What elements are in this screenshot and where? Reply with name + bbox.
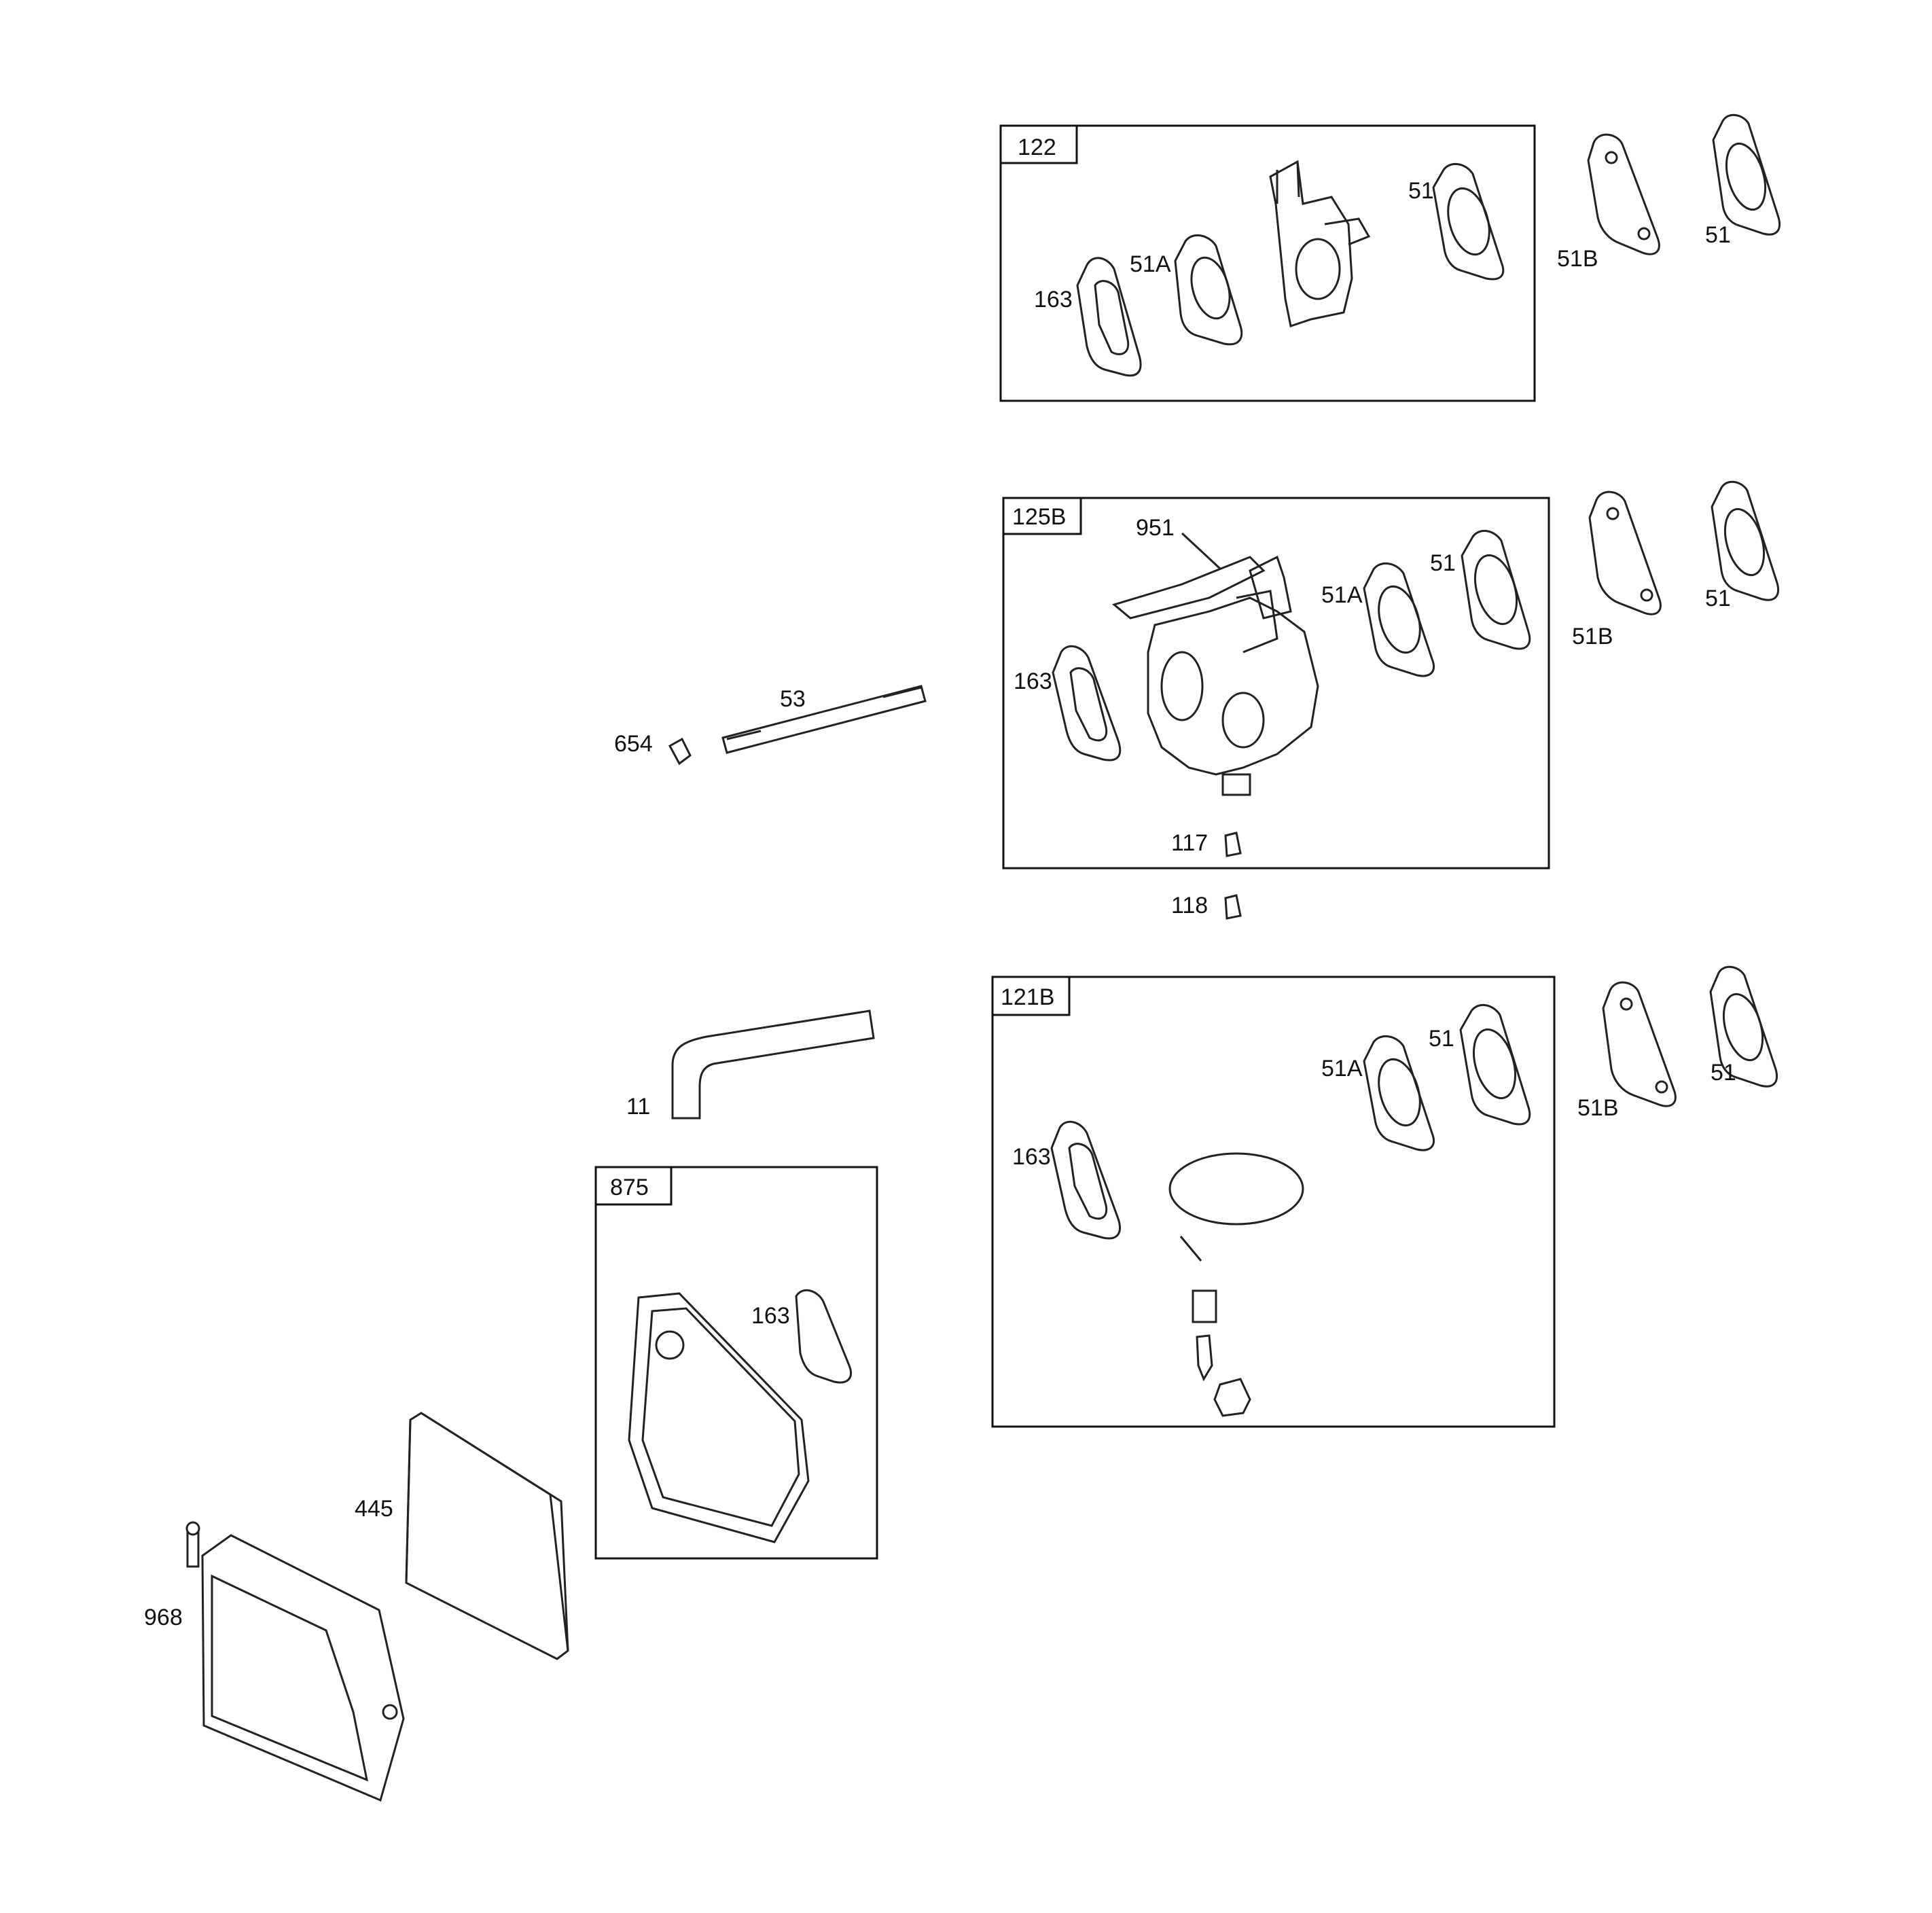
callout-51: 51 xyxy=(1430,550,1456,576)
callout-163: 163 xyxy=(1012,1144,1051,1170)
kit-label: 875 xyxy=(610,1175,649,1200)
float-bowl-o-ring xyxy=(1168,1152,1304,1226)
callout-51A: 51A xyxy=(1130,251,1171,277)
gasket-163-kit125B xyxy=(1052,645,1122,762)
callout-163: 163 xyxy=(751,1303,790,1329)
callout-51A: 51A xyxy=(1321,1056,1363,1081)
callout-118: 118 xyxy=(1171,893,1208,918)
callout-51B: 51B xyxy=(1557,246,1598,272)
callout-51: 51 xyxy=(1711,1060,1736,1086)
gasket-51A-kit125B xyxy=(1363,562,1435,677)
air-filter-base xyxy=(628,1292,810,1543)
jet-118 xyxy=(1224,894,1242,920)
callout-51B: 51B xyxy=(1572,624,1613,649)
callout-51: 51 xyxy=(1408,178,1434,204)
gasket-163-kit122 xyxy=(1076,257,1142,377)
gasket-51A-kit121B xyxy=(1363,1035,1435,1151)
callout-951: 951 xyxy=(1136,515,1175,541)
callout-117: 117 xyxy=(1171,830,1208,856)
callout-51: 51 xyxy=(1429,1026,1454,1052)
kit-box-121B: 121B xyxy=(991,976,1556,1428)
gasket-51B-row3 xyxy=(1602,981,1677,1107)
gasket-51-kit121B xyxy=(1459,1004,1531,1126)
callout-51: 51 xyxy=(1705,222,1731,248)
callout-51: 51 xyxy=(1705,586,1731,611)
callout-51B: 51B xyxy=(1577,1095,1619,1121)
callout-654: 654 xyxy=(614,731,653,757)
gasket-51B-row2 xyxy=(1588,490,1662,615)
breather-fitting xyxy=(185,1521,200,1568)
kit-box-125B: 125B xyxy=(1002,497,1550,870)
kit-box-122: 122 xyxy=(999,124,1536,402)
inlet-needle xyxy=(1196,1334,1213,1382)
kit-box-875: 875 xyxy=(594,1166,878,1560)
gasket-51A-kit122 xyxy=(1174,234,1243,346)
kit-label: 121B xyxy=(1001,984,1054,1010)
gasket-51-row3 xyxy=(1709,965,1778,1088)
callout-163: 163 xyxy=(1014,668,1052,694)
callout-163: 163 xyxy=(1034,287,1073,312)
gasket-51B-row1 xyxy=(1587,133,1660,255)
kit-label: 122 xyxy=(1018,135,1056,160)
callout-445: 445 xyxy=(355,1496,393,1522)
inlet-seat xyxy=(1192,1289,1217,1323)
jet-117 xyxy=(1224,832,1242,857)
float-pin xyxy=(1179,1236,1202,1262)
bowl-nut xyxy=(1213,1378,1251,1417)
breather-tube-11 xyxy=(671,1009,875,1120)
callout-53: 53 xyxy=(780,686,806,712)
air-filter-element-445 xyxy=(405,1412,569,1660)
gasket-163-kit121B xyxy=(1050,1120,1121,1240)
gasket-51-kit125B xyxy=(1461,530,1531,650)
gasket-51-kit122 xyxy=(1432,163,1505,281)
callout-968: 968 xyxy=(144,1605,183,1630)
air-filter-cover-968 xyxy=(201,1534,405,1802)
carburetor-adapter-kit122 xyxy=(1269,160,1371,327)
gasket-163-kit875 xyxy=(795,1289,852,1384)
kit-label: 125B xyxy=(1012,504,1066,530)
carburetor-assembly xyxy=(1111,555,1319,796)
gasket-51-row1 xyxy=(1712,113,1781,236)
stud-53 xyxy=(721,685,927,754)
gasket-51-row2 xyxy=(1711,480,1779,601)
nut-654 xyxy=(668,737,692,766)
callout-11: 11 xyxy=(626,1094,650,1120)
callout-51A: 51A xyxy=(1321,582,1363,608)
